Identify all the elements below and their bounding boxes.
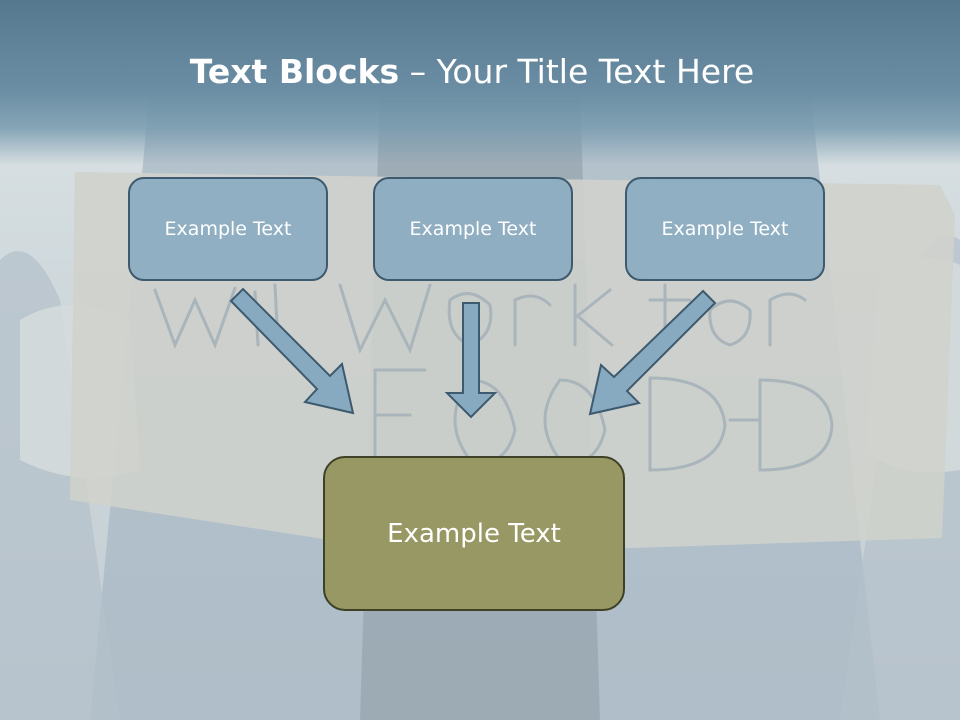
target-text-block-label: Example Text (387, 518, 561, 549)
text-block-2-label: Example Text (409, 218, 537, 240)
text-block-3[interactable]: Example Text (625, 177, 825, 281)
arrow-right-icon (588, 289, 717, 416)
title-bold-part: Text Blocks (189, 52, 400, 91)
target-text-block[interactable]: Example Text (323, 456, 625, 611)
title-rest-part: – Your Title Text Here (399, 52, 755, 91)
text-block-2[interactable]: Example Text (373, 177, 573, 281)
arrow-left-icon (229, 287, 355, 415)
text-block-1[interactable]: Example Text (128, 177, 328, 281)
text-block-1-label: Example Text (164, 218, 292, 240)
arrow-middle-icon (444, 302, 498, 419)
title-band (0, 0, 960, 165)
slide-title[interactable]: Text Blocks – Your Title Text Here (0, 52, 944, 91)
text-block-3-label: Example Text (661, 218, 789, 240)
